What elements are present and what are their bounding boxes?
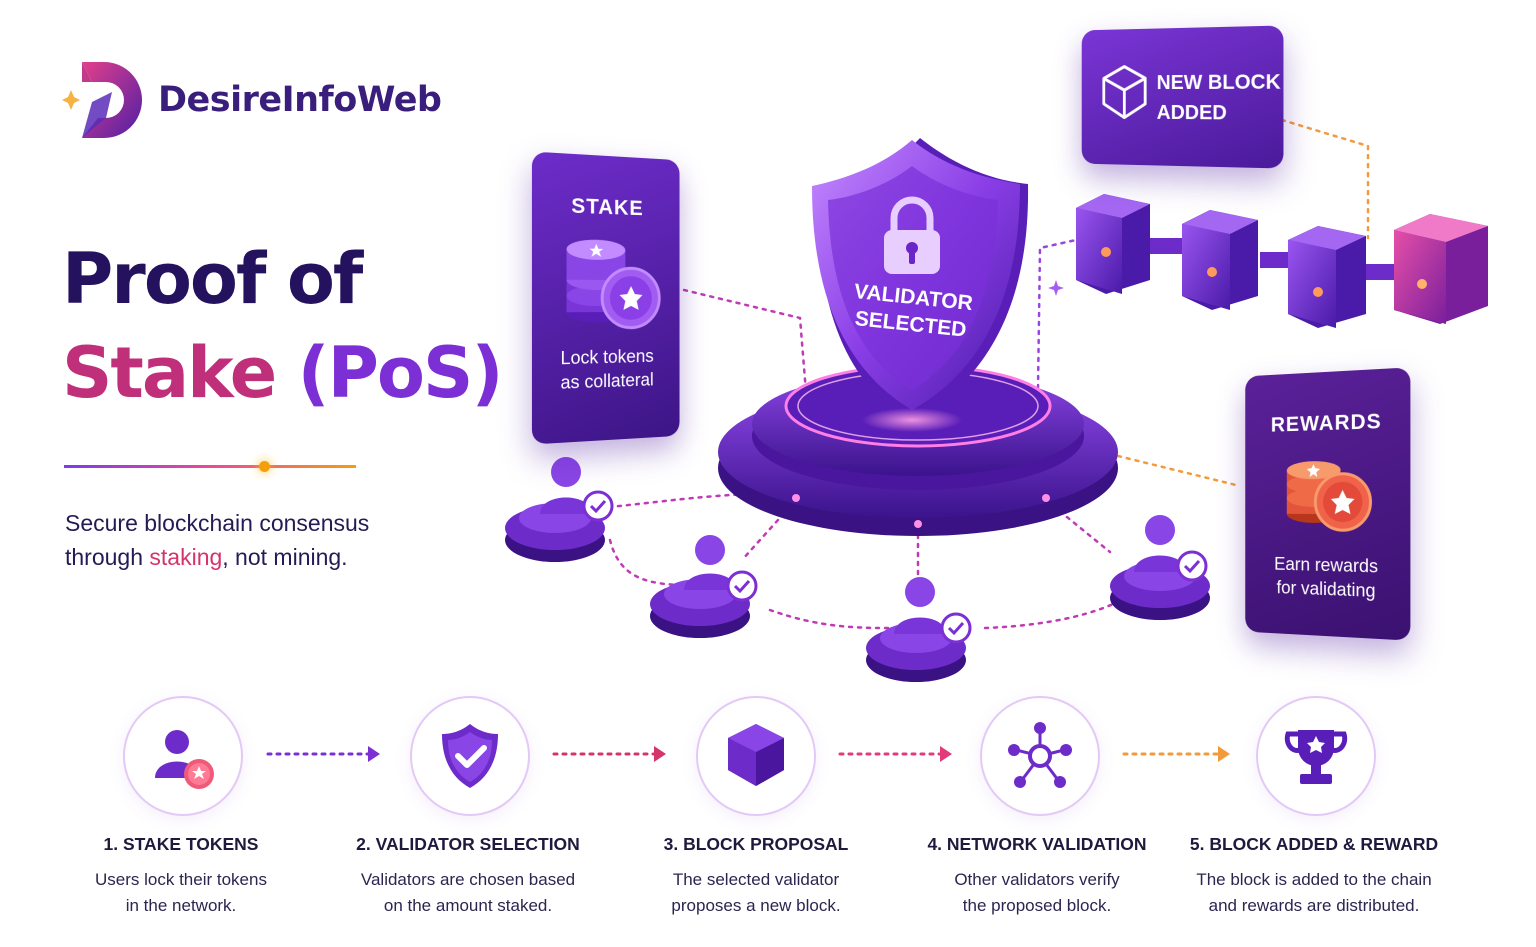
chain-block (1288, 226, 1366, 328)
chain-link (1150, 238, 1190, 254)
rewards-card: REWARDS Earn rewards for validating (1245, 367, 1411, 641)
chain-link (1360, 264, 1400, 280)
cube-icon (728, 724, 784, 786)
blockchain (1076, 194, 1488, 328)
connector-rewards (1116, 454, 1242, 488)
divider-dot (259, 461, 270, 472)
sparkle-icon (1048, 280, 1064, 296)
subtitle: Secure blockchain consensus through stak… (65, 506, 369, 574)
subtitle-text: through (65, 544, 150, 570)
step-desc-1: Users lock their tokens (95, 870, 267, 889)
connector-chain (1036, 238, 1078, 390)
step-arrows (266, 746, 1230, 762)
step-desc-1: The selected validator (672, 870, 840, 889)
trophy-icon (1284, 730, 1348, 784)
step-desc-2: the proposed block. (962, 896, 1112, 915)
stake-card-line-2: as collateral (560, 369, 654, 393)
rewards-card-title: REWARDS (1270, 409, 1382, 437)
check-icon (940, 612, 972, 644)
step-desc-1: Other validators verify (954, 870, 1120, 889)
step-3-icon-circle (696, 696, 816, 816)
step-title: 3. BLOCK PROPOSAL (663, 834, 849, 854)
step-title: 5. BLOCK ADDED & REWARD (1189, 834, 1439, 854)
title-line-1: Proof of (62, 238, 363, 320)
shield-check-icon (442, 724, 498, 788)
step-4: 4. NETWORK VALIDATION Other validators v… (897, 834, 1177, 919)
new-block-label: NEW BLOCK ADDED (1157, 67, 1281, 129)
coin-stack-icon (566, 239, 665, 337)
step-desc-2: on the amount staked. (383, 896, 553, 915)
step-desc-2: proposes a new block. (671, 896, 841, 915)
reward-coins-icon (1286, 460, 1385, 540)
title-stake: Stake (62, 332, 277, 414)
stake-card: STAKE Lock tokens as collateral (531, 151, 680, 445)
lock-icon (884, 196, 940, 274)
check-icon (582, 490, 614, 522)
validator-node (650, 535, 758, 638)
connector-v3-v4 (983, 578, 1152, 630)
connector-stake (682, 288, 808, 394)
check-icon (1176, 550, 1208, 582)
connector-v1-v2 (608, 538, 692, 587)
new-block-line-2: ADDED (1156, 101, 1227, 125)
step-5-icon-circle (1256, 696, 1376, 816)
step-title: 1. STAKE TOKENS (103, 834, 259, 854)
title-divider (64, 465, 356, 468)
subtitle-line-2: through staking, not mining. (65, 540, 369, 574)
stake-card-title: STAKE (571, 194, 644, 221)
page-title: Proof of Stake (PoS) (62, 232, 504, 420)
rewards-card-line-2: for validating (1276, 577, 1376, 601)
step-desc-1: Validators are chosen based (360, 870, 576, 889)
chain-block (1182, 210, 1258, 310)
step-2: 2. VALIDATOR SELECTION Validators are ch… (328, 834, 608, 919)
cube-outline-icon (1100, 62, 1149, 121)
step-desc-1: The block is added to the chain (1196, 870, 1432, 889)
title-pos: (PoS) (297, 332, 504, 414)
brand: DesireInfoWeb (48, 58, 442, 142)
connector-lines (598, 118, 1370, 630)
connector-newblock (1280, 118, 1370, 240)
step-desc-2: in the network. (125, 896, 237, 915)
step-4-icon-circle (980, 696, 1100, 816)
subtitle-highlight: staking (149, 544, 223, 570)
step-1-icon-circle (123, 696, 243, 816)
brand-name: DesireInfoWeb (158, 80, 442, 120)
step-5: 5. BLOCK ADDED & REWARD The block is add… (1174, 834, 1454, 919)
subtitle-tail: , not mining. (222, 544, 348, 570)
subtitle-line-1: Secure blockchain consensus (65, 510, 370, 536)
step-desc-2: and rewards are distributed. (1208, 896, 1420, 915)
step-2-icon-circle (410, 696, 530, 816)
chain-block (1076, 194, 1150, 294)
validator-node (505, 457, 614, 562)
validator-shield (812, 138, 1029, 432)
validator-node (1110, 515, 1210, 620)
user-star-icon (155, 730, 214, 789)
platform (718, 364, 1118, 536)
connector-v2-v3 (768, 608, 892, 630)
network-icon (1008, 722, 1072, 788)
step-1: 1. STAKE TOKENS Users lock their tokens … (41, 834, 321, 919)
step-title: 2. VALIDATOR SELECTION (356, 834, 580, 854)
step-title: 4. NETWORK VALIDATION (927, 834, 1147, 854)
validator-node (866, 577, 972, 682)
new-block-line-1: NEW BLOCK (1156, 71, 1281, 95)
step-3: 3. BLOCK PROPOSAL The selected validator… (616, 834, 896, 919)
check-icon (726, 570, 758, 602)
pos-diagram (505, 118, 1488, 682)
chain-block-new (1394, 214, 1488, 324)
brand-logo-icon (62, 62, 142, 138)
new-block-card: NEW BLOCK ADDED (1081, 25, 1284, 169)
